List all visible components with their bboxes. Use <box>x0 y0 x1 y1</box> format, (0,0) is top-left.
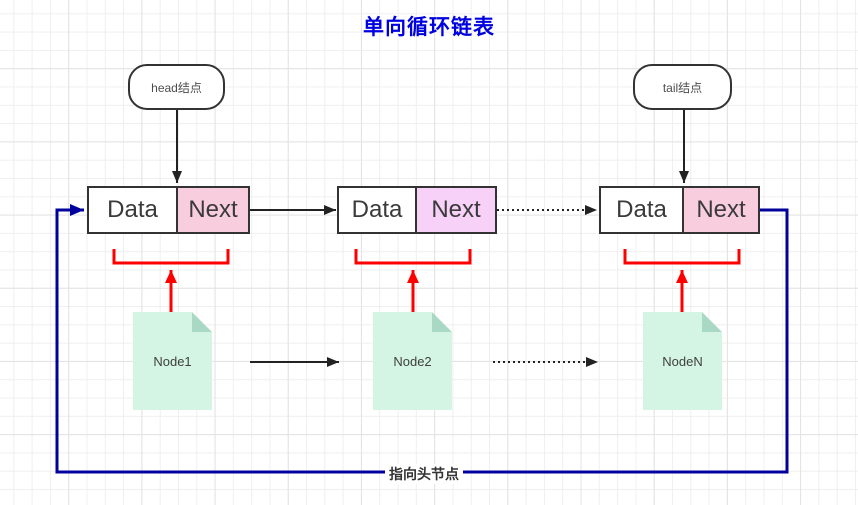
page-title: 单向循环链表 <box>363 16 495 39</box>
tail-pointer-pill: tail结点 <box>633 64 732 110</box>
document-nodeN-label: NodeN <box>662 353 703 369</box>
head-pointer-label: head结点 <box>151 80 202 95</box>
nodeN-data-cell: Data <box>601 188 682 232</box>
node2-next-cell: Next <box>415 188 495 232</box>
document-nodeN: NodeN <box>643 312 722 410</box>
document-node1: Node1 <box>133 312 212 410</box>
document-node1-label: Node1 <box>153 353 192 369</box>
list-node-n: Data Next <box>599 186 760 234</box>
node2-brace <box>354 249 472 265</box>
tail-pointer-label: tail结点 <box>662 80 703 95</box>
nodeN-next-cell: Next <box>682 188 758 232</box>
document-node2: Node2 <box>373 312 452 410</box>
nodeN-brace <box>623 249 741 265</box>
document-node2-label: Node2 <box>393 353 432 369</box>
list-node-1: Data Next <box>87 186 250 234</box>
list-node-2: Data Next <box>337 186 497 234</box>
circular-link-label: 指向头节点 <box>385 464 463 484</box>
node1-data-cell: Data <box>89 188 176 232</box>
head-pointer-pill: head结点 <box>128 64 225 110</box>
node1-next-cell: Next <box>176 188 248 232</box>
node2-data-cell: Data <box>339 188 415 232</box>
node1-brace <box>112 249 230 265</box>
